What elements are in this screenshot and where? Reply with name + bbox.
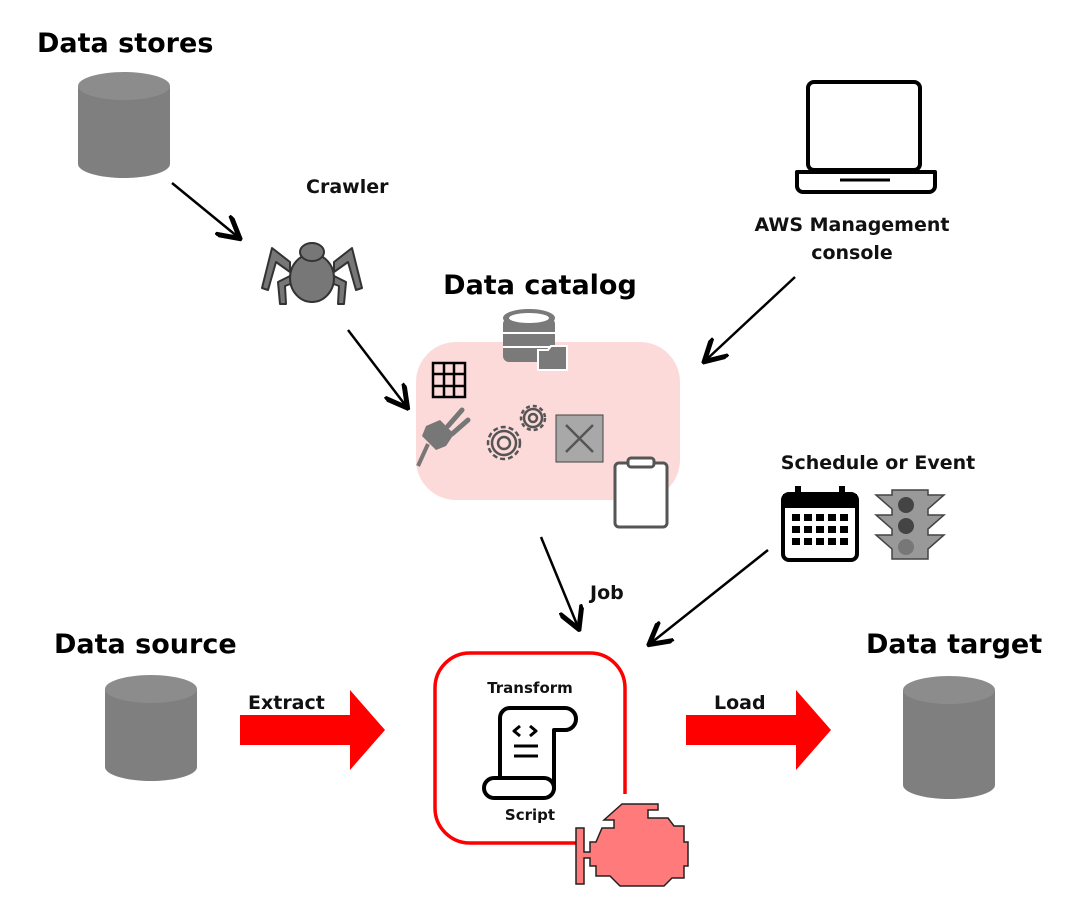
extract-arrow (240, 690, 385, 770)
laptop-console-icon (795, 80, 937, 194)
load-arrow (686, 690, 831, 770)
extract-label: Extract (248, 692, 325, 714)
data-target-title: Data target (866, 629, 1042, 660)
data-stores-title: Data stores (37, 28, 213, 59)
script-scroll-icon (482, 706, 578, 800)
gears-icon (486, 404, 547, 461)
plug-connector-icon (416, 407, 471, 467)
arrow-schedule-to-job (651, 549, 769, 643)
transform-job-box (433, 651, 627, 845)
crawler-label: Crawler (306, 176, 389, 198)
arrow-console-to-catalog (706, 276, 796, 360)
script-label: Script (505, 806, 555, 824)
engine-icon (575, 803, 689, 887)
data-catalog-title: Data catalog (443, 270, 637, 301)
aws-console-label-line1: AWS Management (755, 214, 950, 236)
data-source-title: Data source (54, 629, 237, 660)
data-catalog-box (416, 342, 680, 500)
aws-console-label-line2: console (811, 242, 893, 264)
data-target-database-icon (903, 676, 995, 799)
database-folder-icon (503, 309, 568, 371)
job-label: Job (588, 582, 624, 604)
calendar-schedule-icon (781, 486, 859, 562)
arrow-catalog-to-job (539, 536, 578, 627)
arrow-crawler-to-catalog (347, 329, 406, 406)
table-grid-icon (431, 361, 467, 399)
data-stores-database-icon (78, 72, 170, 178)
load-label: Load (714, 692, 766, 714)
clipboard-icon (613, 456, 669, 529)
schedule-or-event-label: Schedule or Event (781, 452, 975, 474)
crawler-spider-icon (261, 242, 363, 305)
traffic-light-event-icon (874, 489, 946, 560)
transform-square-icon (555, 414, 604, 463)
arrow-stores-to-crawler (171, 182, 238, 237)
data-source-database-icon (105, 675, 197, 781)
transform-label: Transform (487, 679, 573, 697)
